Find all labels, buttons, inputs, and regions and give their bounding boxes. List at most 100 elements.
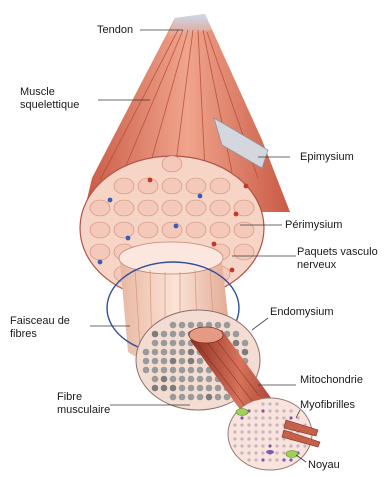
fibre-dot <box>170 322 177 329</box>
myofibril-dot <box>268 423 271 426</box>
vessel-dot <box>234 212 239 217</box>
myofibril-dot <box>268 437 271 440</box>
label-faisceau-line1: Faisceau de <box>10 315 70 327</box>
fibre-dot <box>152 349 159 356</box>
myofibril-dot <box>275 416 278 419</box>
vessel-dot <box>98 260 103 265</box>
fibre-dot <box>188 367 195 374</box>
fibre-dot <box>161 349 168 356</box>
myofibril-dot <box>282 409 285 412</box>
fascicle-section <box>138 222 158 238</box>
myofibril-dot <box>261 409 264 412</box>
myofibril-dot <box>282 451 285 454</box>
mitochondrion-shape-2 <box>266 450 274 454</box>
fibre-dot <box>179 385 186 392</box>
mitochondrion-shape <box>251 396 261 401</box>
fibre-dot <box>179 340 186 347</box>
label-myofibrilles: Myofibrilles <box>300 399 356 411</box>
myofibril-dot <box>233 430 236 433</box>
fibre-dot <box>242 340 249 347</box>
fibre-dot <box>179 349 186 356</box>
muscle-fibre-top <box>189 327 223 343</box>
myofibril-dot <box>261 451 264 454</box>
fascicle-section <box>114 200 134 216</box>
myofibril-dot <box>233 423 236 426</box>
myofibril-dot <box>268 416 271 419</box>
label-noyau: Noyau <box>308 459 340 471</box>
fibre-dot <box>215 394 222 401</box>
fibre-dot <box>161 331 168 338</box>
myofibril-dot <box>247 451 250 454</box>
fibre-dot <box>179 376 186 383</box>
myofibril-dot <box>254 444 257 447</box>
myofibril-dot <box>254 409 257 412</box>
myofibril-dot <box>268 458 271 461</box>
label-endomysium: Endomysium <box>270 306 334 318</box>
fibre-dot <box>233 331 240 338</box>
vessel-dot <box>108 198 113 203</box>
fascicle-section <box>186 178 206 194</box>
myofibril-dot <box>275 451 278 454</box>
myofibril-dot <box>254 451 257 454</box>
myofibril-dot <box>268 402 271 405</box>
fibre-dot <box>188 376 195 383</box>
myofibril-dot <box>282 458 285 461</box>
label-epimysium: Epimysium <box>300 151 354 163</box>
fibre-dot <box>215 322 222 329</box>
myofibril-dot <box>275 423 278 426</box>
myofibril-dot <box>268 409 271 412</box>
fibre-dot <box>170 394 177 401</box>
fibre-dot <box>170 358 177 365</box>
myofibril-dot <box>268 430 271 433</box>
vessel-dot <box>212 242 217 247</box>
myofibril-dot <box>303 444 306 447</box>
fascicle-section <box>114 222 134 238</box>
myofibril-dot <box>240 416 243 419</box>
myofibril-dot <box>233 444 236 447</box>
fibre-dot <box>143 358 150 365</box>
myofibril-dot <box>275 430 278 433</box>
fascicle-section <box>114 178 134 194</box>
fibre-dot <box>152 367 159 374</box>
fascicle-section <box>162 200 182 216</box>
vessel-dot <box>198 194 203 199</box>
label-fibre-line2: musculaire <box>57 404 110 416</box>
label-faisceau-line2: fibres <box>10 328 37 340</box>
fascicle-section <box>90 200 110 216</box>
fibre-dot <box>152 340 159 347</box>
fascicle-section <box>234 244 254 260</box>
myofibril-dot <box>275 458 278 461</box>
fibre-dot <box>179 367 186 374</box>
vessel-dot <box>174 224 179 229</box>
myofibril-dot <box>296 444 299 447</box>
fibre-dot <box>197 358 204 365</box>
fibre-dot <box>170 331 177 338</box>
fibre-dot <box>206 376 213 383</box>
fibre-dot <box>197 394 204 401</box>
myofibril-dot <box>240 423 243 426</box>
fascicle-section <box>162 178 182 194</box>
fibre-dot <box>197 367 204 374</box>
myofibril-dot <box>233 437 236 440</box>
fascicle-section <box>186 222 206 238</box>
fibre-dot <box>233 340 240 347</box>
myofibril-dot <box>261 402 264 405</box>
fascicle-section <box>138 200 158 216</box>
myofibril-dot <box>289 409 292 412</box>
fibre-dot <box>161 385 168 392</box>
myofibril-dot <box>247 416 250 419</box>
fascicle-section <box>210 222 230 238</box>
fibre-dot <box>179 331 186 338</box>
myofibril-dot <box>254 416 257 419</box>
fascicle-section <box>162 222 182 238</box>
myofibril-dot <box>254 423 257 426</box>
myofibril-dot <box>261 416 264 419</box>
fibre-dot <box>170 349 177 356</box>
fascicle-section <box>186 200 206 216</box>
myofibril-dot <box>247 444 250 447</box>
fibre-dot <box>152 358 159 365</box>
fibre-dot <box>224 394 231 401</box>
label-fibre-line1: Fibre <box>57 391 82 403</box>
fibre-dot <box>224 322 231 329</box>
nucleus-shape <box>286 451 298 458</box>
